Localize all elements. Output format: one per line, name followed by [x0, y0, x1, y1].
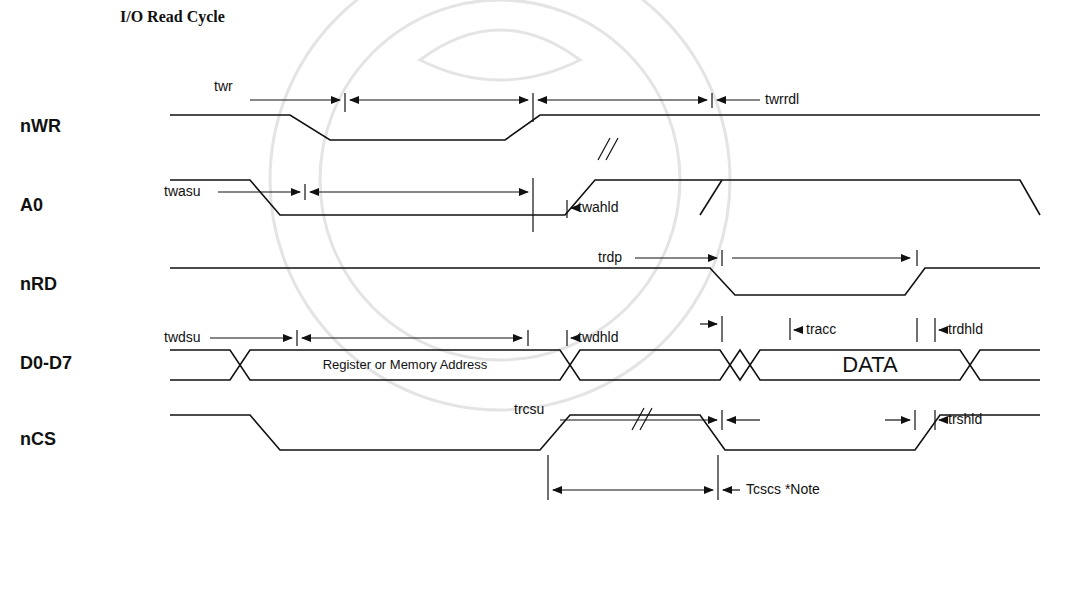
timing-label: twahld: [578, 200, 618, 215]
timing-label: twrrdl: [765, 92, 799, 107]
timing-label: twdsu: [164, 330, 201, 345]
signal-name: nCS: [20, 430, 56, 450]
timing-label: trcsu: [514, 402, 544, 417]
bus-value: DATA: [790, 353, 950, 377]
timing-label: trdp: [598, 250, 622, 265]
timing-label: trdhld: [948, 322, 983, 337]
timing-label: tracc: [806, 322, 836, 337]
signal-name: nWR: [20, 117, 61, 137]
bus-value: Register or Memory Address: [265, 358, 545, 372]
timing-label: twasu: [164, 184, 201, 199]
signal-name: nRD: [20, 275, 57, 295]
timing-label: trshld: [948, 412, 982, 427]
diagram-title: I/O Read Cycle: [120, 8, 225, 26]
timing-label: twr: [214, 79, 233, 94]
timing-label: twdhld: [578, 330, 618, 345]
signal-name: D0-D7: [20, 354, 72, 374]
signal-name: A0: [20, 196, 43, 216]
timing-label: Tcscs *Note: [746, 482, 820, 497]
